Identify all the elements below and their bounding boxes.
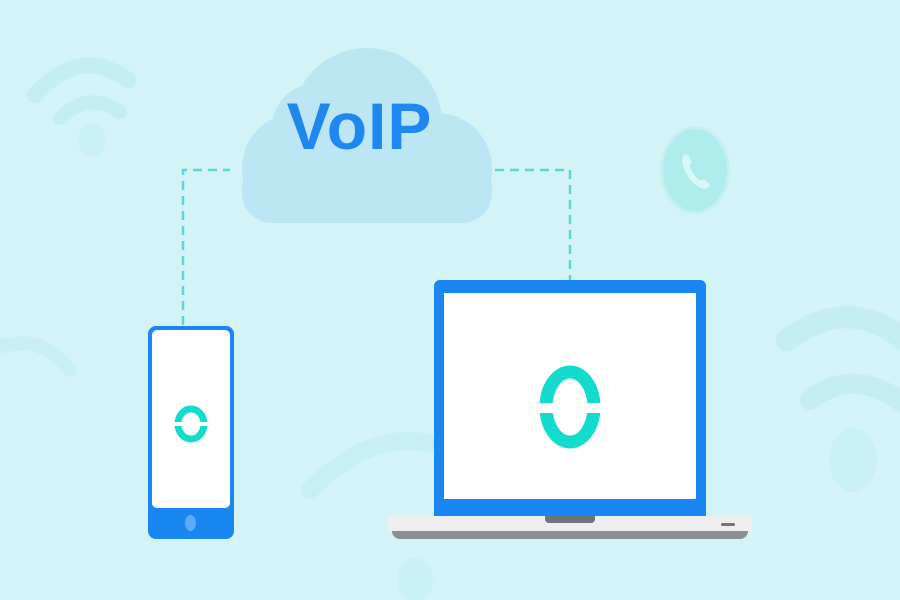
wifi-icon: [775, 280, 900, 500]
laptop-screen: [444, 293, 696, 499]
phone-icon: [660, 125, 730, 215]
ring-logo-icon: [539, 364, 601, 450]
cloud-label: VoIP: [286, 89, 433, 163]
laptop-notch: [545, 516, 595, 523]
laptop: [434, 280, 706, 518]
ring-logo-icon: [174, 404, 208, 444]
laptop-indicator: [721, 523, 735, 526]
cloud-icon: [222, 38, 497, 228]
wifi-icon: [300, 410, 500, 600]
smartphone: [148, 326, 234, 539]
wifi-icon: [20, 40, 140, 160]
laptop-base-shadow: [392, 531, 748, 539]
smartphone-screen: [152, 330, 230, 508]
home-button: [185, 515, 196, 531]
wifi-icon: [0, 330, 80, 450]
laptop-base: [388, 516, 752, 532]
